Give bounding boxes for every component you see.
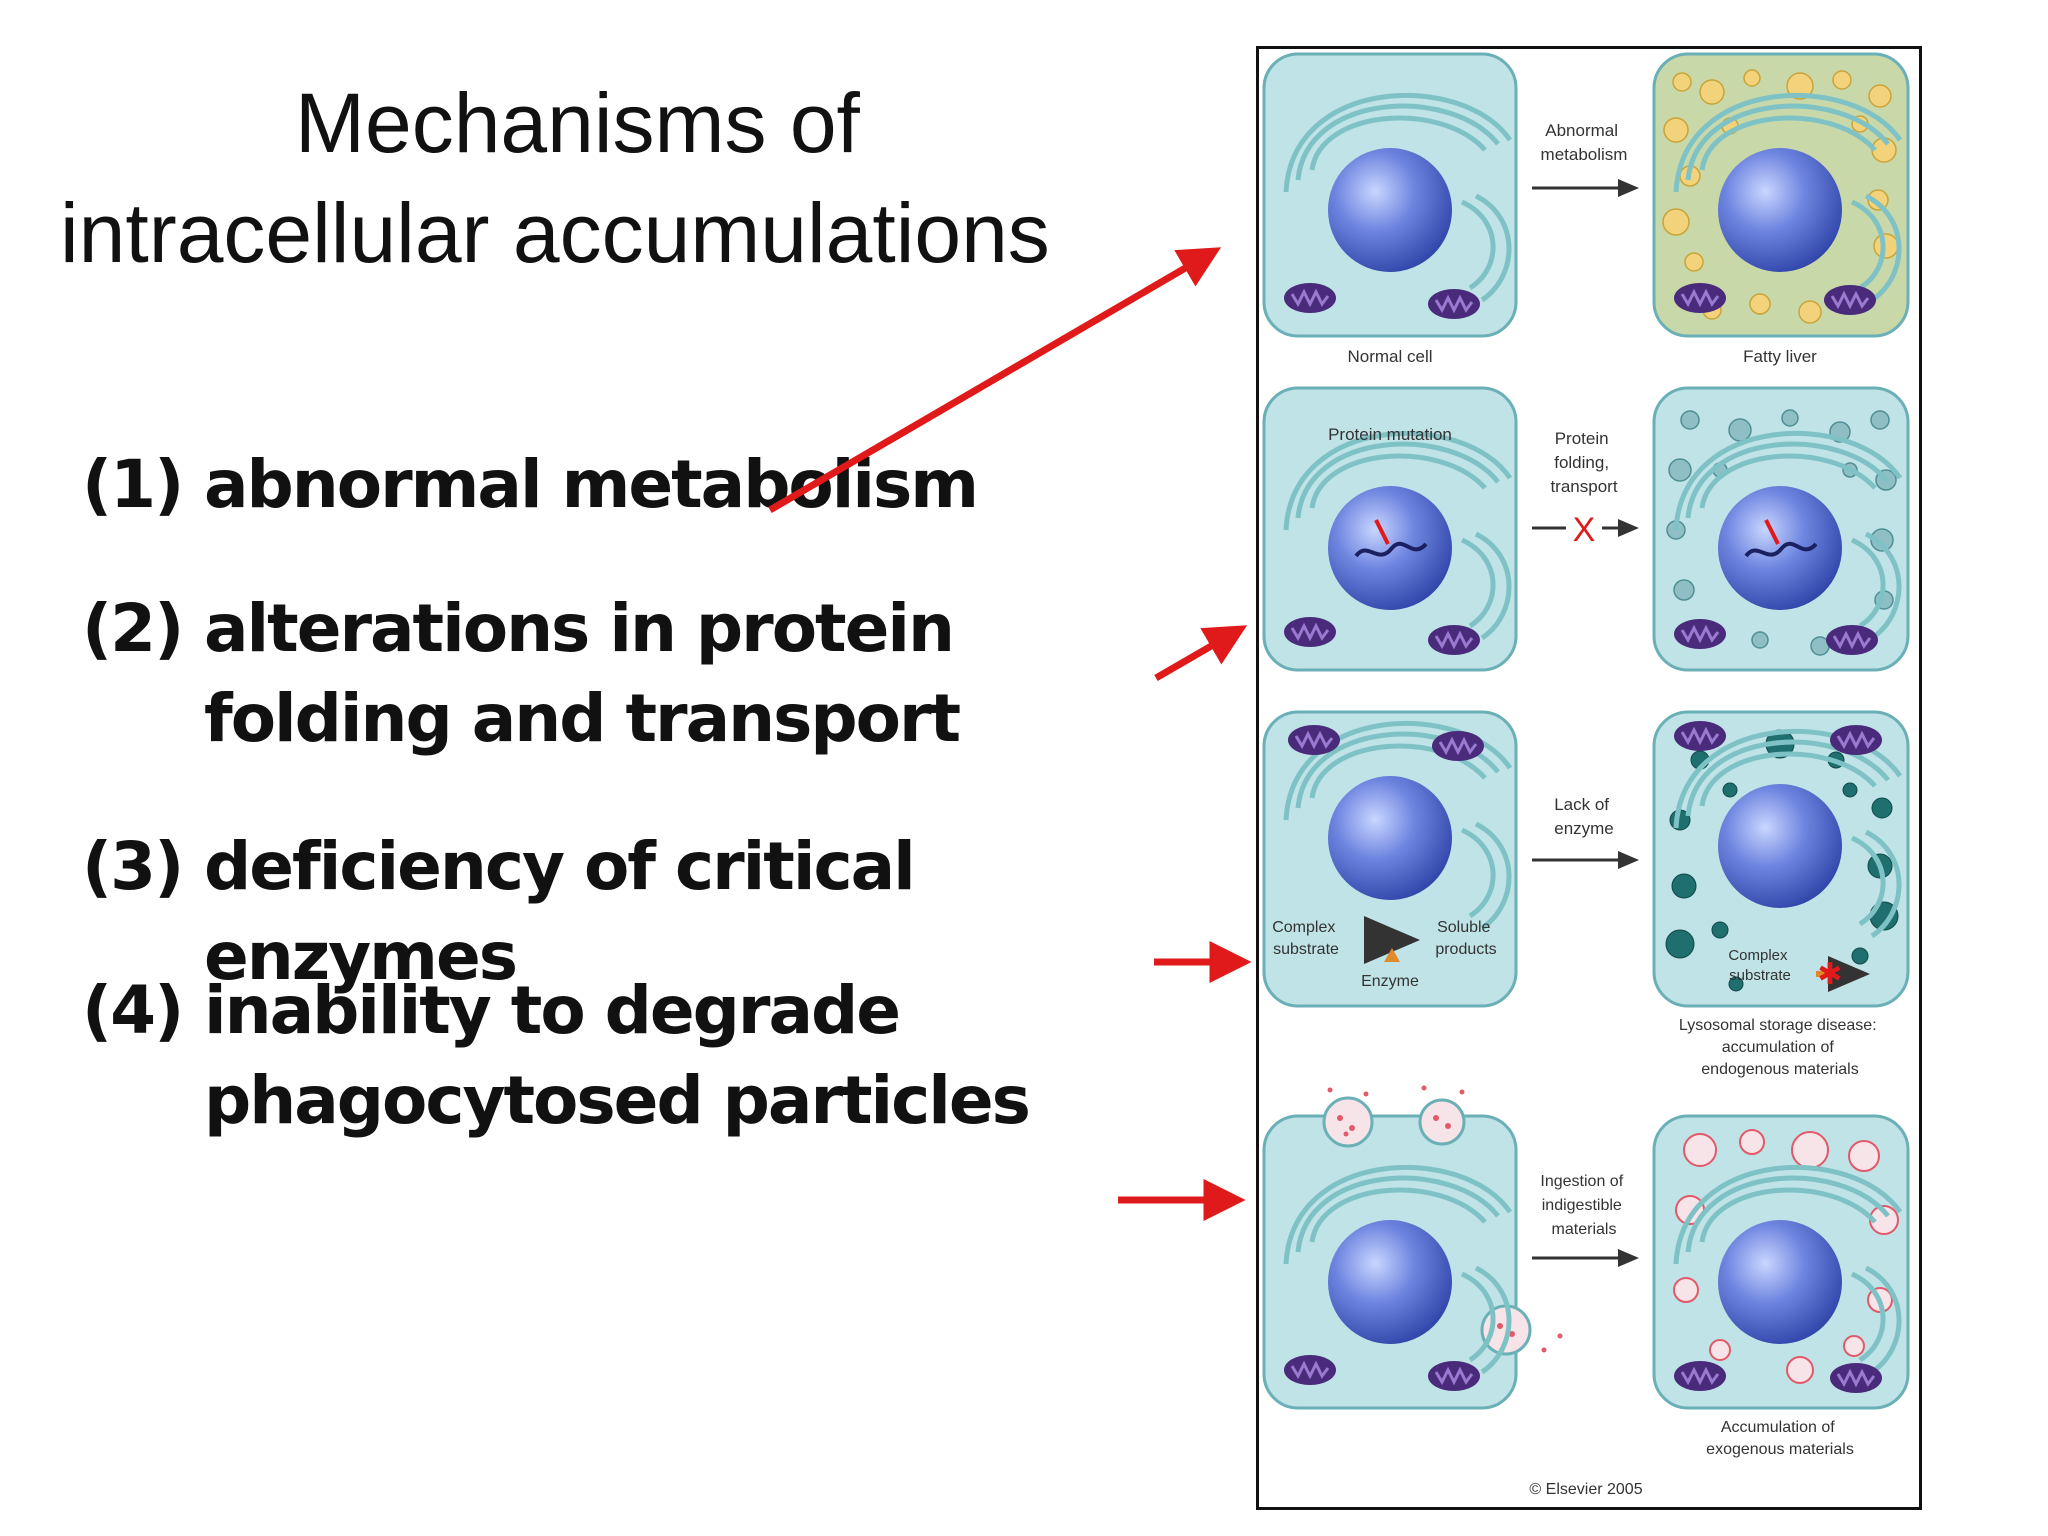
mechanism-text: abnormal metabolism — [204, 446, 979, 523]
arrow-label-4: Ingestion of indigestible materials — [1540, 1173, 1627, 1238]
lysosomal-storage-cell: ✱ — [1652, 710, 1910, 1008]
exogenous-accumulation-cell — [1652, 1114, 1910, 1410]
mechanism-text: deficiency of critical enzymes — [204, 828, 916, 995]
mitochondrion — [1824, 623, 1880, 657]
substrate-label: Complex substrate — [1272, 919, 1340, 958]
caption-normal-cell: Normal cell — [1347, 347, 1432, 366]
nucleus — [1328, 148, 1452, 272]
title-line-1: Mechanisms of — [295, 76, 860, 170]
mitochondrion — [1282, 281, 1338, 315]
protein-mutation-label: Protein mutation — [1328, 425, 1452, 444]
phagocytosis-cell — [1262, 1085, 1563, 1410]
normal-cell — [1262, 52, 1518, 338]
nucleus — [1718, 784, 1842, 908]
right-substrate-label: Complex substrate — [1728, 947, 1791, 984]
mechanism-text: alterations in protein folding and trans… — [204, 590, 961, 757]
mitochondrion — [1672, 719, 1728, 753]
misfolded-protein-cell — [1652, 386, 1910, 672]
nucleus — [1718, 1220, 1842, 1344]
nucleus — [1328, 1220, 1452, 1344]
arrow-label-2: Protein folding, transport — [1550, 429, 1617, 496]
mitochondrion — [1672, 281, 1728, 315]
mitochondrion — [1286, 723, 1342, 757]
mitochondrion — [1430, 729, 1486, 763]
title-line-2: intracellular accumulations — [60, 186, 1050, 280]
svg-text:✱: ✱ — [1817, 958, 1842, 991]
mechanism-number: (4) — [82, 972, 184, 1049]
mitochondrion — [1828, 723, 1884, 757]
copyright: © Elsevier 2005 — [1529, 1481, 1642, 1498]
enzyme-normal-cell — [1262, 710, 1518, 1008]
caption-exogenous: Accumulation of exogenous materials — [1706, 1419, 1854, 1458]
block-mark: X — [1573, 511, 1596, 549]
mitochondrion — [1672, 617, 1728, 651]
nucleus — [1328, 776, 1452, 900]
mechanism-number: (2) — [82, 590, 184, 667]
mitochondrion — [1282, 1353, 1338, 1387]
pointer-arrow-2 — [1154, 625, 1248, 682]
caption-fatty-liver: Fatty liver — [1743, 347, 1817, 366]
protein-mutation-cell — [1262, 386, 1518, 672]
pointer-arrow-1 — [768, 247, 1222, 514]
enzyme-label: Enzyme — [1361, 973, 1419, 990]
arrow-label-3: Lack of enzyme — [1554, 795, 1614, 838]
slide-title: Mechanisms of intracellular accumulation… — [60, 68, 1160, 288]
mitochondrion — [1426, 623, 1482, 657]
mechanism-text: inability to degrade phagocytosed partic… — [204, 972, 1031, 1139]
fatty-liver-cell — [1652, 52, 1910, 338]
nucleus — [1718, 148, 1842, 272]
mechanism-number: (3) — [82, 828, 184, 905]
mitochondrion — [1828, 1361, 1884, 1395]
caption-lysosomal-storage: Lysosomal storage disease: accumulation … — [1679, 1017, 1881, 1078]
arrow-label-1: Abnormal metabolism — [1541, 121, 1628, 164]
mitochondrion — [1426, 287, 1482, 321]
mitochondrion — [1282, 615, 1338, 649]
mitochondrion — [1822, 283, 1878, 317]
mechanism-number: (1) — [82, 446, 184, 523]
mitochondrion — [1426, 1359, 1482, 1393]
products-label: Soluble products — [1435, 919, 1496, 958]
mitochondrion — [1672, 1359, 1728, 1393]
